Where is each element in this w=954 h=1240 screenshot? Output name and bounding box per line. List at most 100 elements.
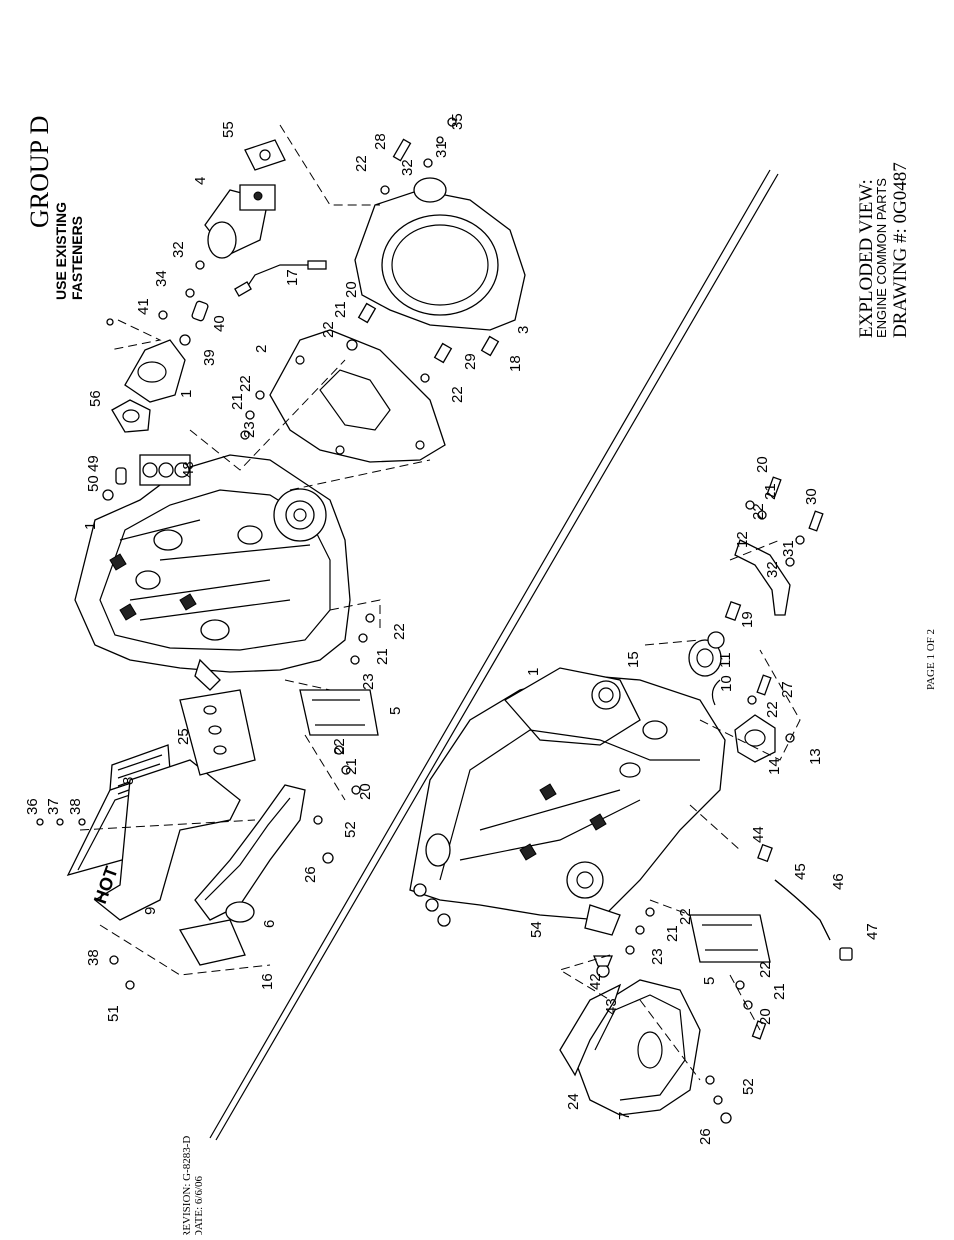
divider-line xyxy=(209,169,771,1139)
callout-number: 19 xyxy=(739,611,756,628)
bell-housing xyxy=(354,177,526,331)
callout-number: 40 xyxy=(211,315,228,332)
callout-number: 28 xyxy=(372,133,389,150)
callout-number: 27 xyxy=(779,681,796,698)
callout-number: 21 xyxy=(374,648,391,665)
callout-number: 23 xyxy=(360,673,377,690)
callout-number: 20 xyxy=(757,1008,774,1025)
callout-number: 42 xyxy=(587,973,604,990)
callout-number: 11 xyxy=(717,652,734,668)
mount-bracket-upper xyxy=(299,689,379,736)
callout-number: 46 xyxy=(830,873,847,890)
divider-line xyxy=(215,173,779,1141)
fasteners-upper xyxy=(36,117,500,990)
callout-number: 21 xyxy=(229,393,246,410)
callout-number: 23 xyxy=(649,948,666,965)
callout-number: 34 xyxy=(153,270,170,287)
callout-number: 45 xyxy=(792,863,809,880)
callout-number: 22 xyxy=(353,155,370,172)
fasteners-note: FASTENERS xyxy=(69,216,85,300)
drain-hose xyxy=(757,843,853,961)
flywheel-guard xyxy=(734,539,791,616)
page-number: PAGE 1 OF 2 xyxy=(925,629,937,690)
callout-number: 32 xyxy=(170,241,187,258)
callout-number: 43 xyxy=(603,998,620,1015)
fasteners-lower xyxy=(625,476,824,1124)
callout-number: 22 xyxy=(331,738,348,755)
callout-number: 18 xyxy=(507,355,524,372)
starter-cable xyxy=(244,264,310,291)
leader-lines-lower xyxy=(558,539,801,1081)
callout-number: 21 xyxy=(332,301,349,318)
callout-number: 21 xyxy=(664,925,681,942)
drawing-number: DRAWING #: 0G0487 xyxy=(890,162,911,338)
callout-number: 26 xyxy=(697,1128,714,1145)
callout-number: 21 xyxy=(343,758,360,775)
callout-number: 22 xyxy=(237,375,254,392)
callout-number: 20 xyxy=(754,456,771,473)
callout-number: 1 xyxy=(82,522,99,530)
water-pump xyxy=(711,674,795,763)
view-subtitle: ENGINE COMMON PARTS xyxy=(874,178,889,338)
leader-lines-upper xyxy=(79,124,431,976)
use-existing-note: USE EXISTING xyxy=(53,202,69,300)
callout-number: 35 xyxy=(449,113,466,130)
group-title: GROUP D xyxy=(25,116,54,228)
callout-number: 10 xyxy=(718,675,735,692)
callout-number: 22 xyxy=(757,961,774,978)
callout-number: 24 xyxy=(565,1093,582,1110)
callout-number: 39 xyxy=(201,349,218,366)
callout-number: 13 xyxy=(807,748,824,765)
adapter-plate xyxy=(269,329,446,463)
callout-number: 21 xyxy=(771,983,788,1000)
callout-number: 3 xyxy=(515,326,532,334)
callout-number: 23 xyxy=(241,421,258,438)
crank-pulley xyxy=(688,600,742,677)
callout-number: 37 xyxy=(45,798,62,815)
callout-number: 17 xyxy=(284,269,301,286)
date-label: DATE: 6/6/06 xyxy=(193,1175,205,1235)
callout-number: 41 xyxy=(135,298,152,315)
callout-number: 21 xyxy=(762,483,779,500)
callout-number: 14 xyxy=(766,758,783,775)
callout-number: 52 xyxy=(740,1078,757,1095)
engine-block-upper xyxy=(74,454,351,691)
callout-number: 2 xyxy=(253,345,270,353)
callout-number: 1 xyxy=(178,390,195,398)
callout-number: 38 xyxy=(67,798,84,815)
callout-number: 4 xyxy=(192,177,209,185)
callout-number: 36 xyxy=(24,798,41,815)
callout-number: 22 xyxy=(320,321,337,338)
callout-number: 5 xyxy=(701,977,718,985)
callout-number: 44 xyxy=(750,826,767,843)
callout-number: 12 xyxy=(734,531,751,548)
callout-number: 22 xyxy=(449,386,466,403)
thermostat-gasket xyxy=(111,399,151,433)
callout-number: 52 xyxy=(342,821,359,838)
callout-number: 49 xyxy=(85,455,102,472)
callout-number: 31 xyxy=(433,141,450,158)
callout-number: 15 xyxy=(625,651,642,668)
callout-number: 31 xyxy=(780,540,797,557)
callout-number: 1 xyxy=(525,668,542,676)
callout-number: 7 xyxy=(616,1112,633,1120)
engine-block-lower xyxy=(409,667,726,936)
thermostat-housing xyxy=(124,339,186,403)
title-block: EXPLODED VIEW: ENGINE COMMON PARTS DRAWI… xyxy=(856,162,911,338)
callout-number: 32 xyxy=(764,561,781,578)
callout-number: 38 xyxy=(85,949,102,966)
revision-label: REVISION: G-8283-D xyxy=(181,1136,193,1235)
callout-number: 51 xyxy=(105,1005,122,1022)
callout-number: 9 xyxy=(142,907,159,915)
callout-number: 8 xyxy=(120,777,137,785)
callout-number: 20 xyxy=(343,281,360,298)
callout-number: 50 xyxy=(85,475,102,492)
callout-number: 20 xyxy=(357,783,374,800)
callout-number: 32 xyxy=(399,159,416,176)
muffler-assembly-upper: HOT xyxy=(66,689,306,966)
exhaust-manifold-lower xyxy=(559,955,701,1116)
callouts-upper: 55 4 28 22 32 31 35 32 34 17 41 40 39 20… xyxy=(24,113,532,1022)
callout-number: 6 xyxy=(261,920,278,928)
callout-number: 26 xyxy=(302,866,319,883)
